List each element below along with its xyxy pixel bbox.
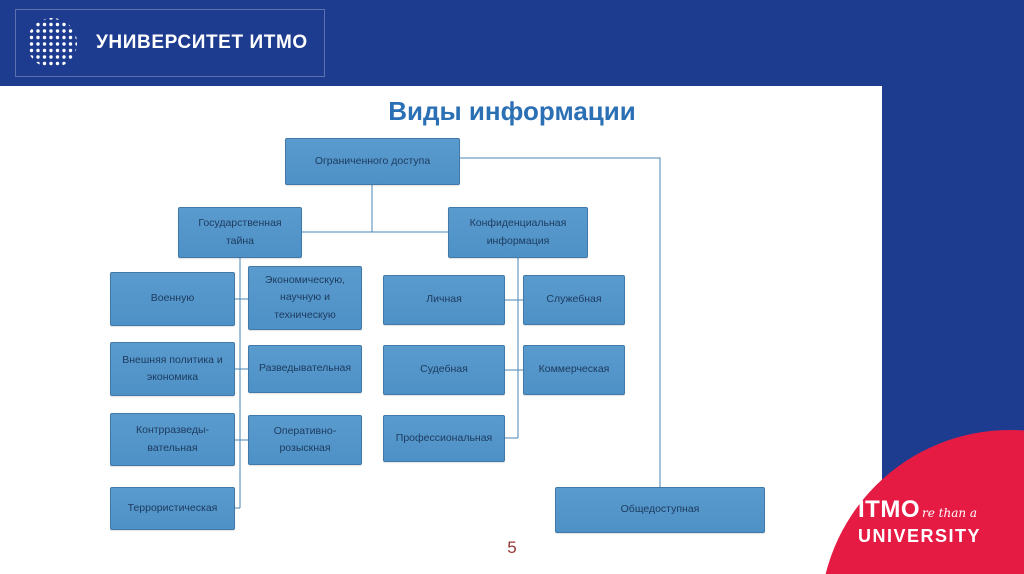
header-bar: УНИВЕРСИТЕТ ИТМО	[0, 0, 1024, 86]
node-official: Служебная	[523, 275, 625, 325]
node-state-secret: Государственная тайна	[178, 207, 302, 258]
node-restricted-access: Ограниченного доступа	[285, 138, 460, 185]
page-number: 5	[507, 538, 517, 557]
node-military: Военную	[110, 272, 235, 326]
node-counterintelligence: Контрразведы-вательная	[110, 413, 235, 466]
itmo-logo: УНИВЕРСИТЕТ ИТМО	[15, 9, 325, 77]
node-commercial: Коммерческая	[523, 345, 625, 395]
node-terrorist: Террористическая	[110, 487, 235, 530]
node-professional: Профессиональная	[383, 415, 505, 462]
itmo-dots-icon	[27, 18, 77, 68]
node-foreign-policy-economy: Внешняя политика и экономика	[110, 342, 235, 396]
itmo-badge-circle: ITMO re than a UNIVERSITY	[820, 430, 1024, 574]
university-name: УНИВЕРСИТЕТ ИТМО	[96, 32, 308, 53]
badge-university-text: UNIVERSITY	[858, 526, 982, 546]
badge-script-text: re than a	[922, 506, 978, 520]
node-public-information: Общедоступная	[555, 487, 765, 533]
node-judicial: Судебная	[383, 345, 505, 395]
node-confidential-information: Конфиденциальная информация	[448, 207, 588, 258]
node-intelligence: Разведывательная	[248, 345, 362, 393]
itmo-badge-text: ITMO re than a UNIVERSITY	[858, 496, 981, 547]
node-operational-search: Оперативно-розыскная	[248, 415, 362, 465]
node-personal: Личная	[383, 275, 505, 325]
page-title: Виды информации	[388, 96, 636, 126]
node-economic-scientific-technical: Экономическую, научную и техническую	[248, 266, 362, 330]
badge-brand-text: ITMO	[858, 496, 920, 523]
